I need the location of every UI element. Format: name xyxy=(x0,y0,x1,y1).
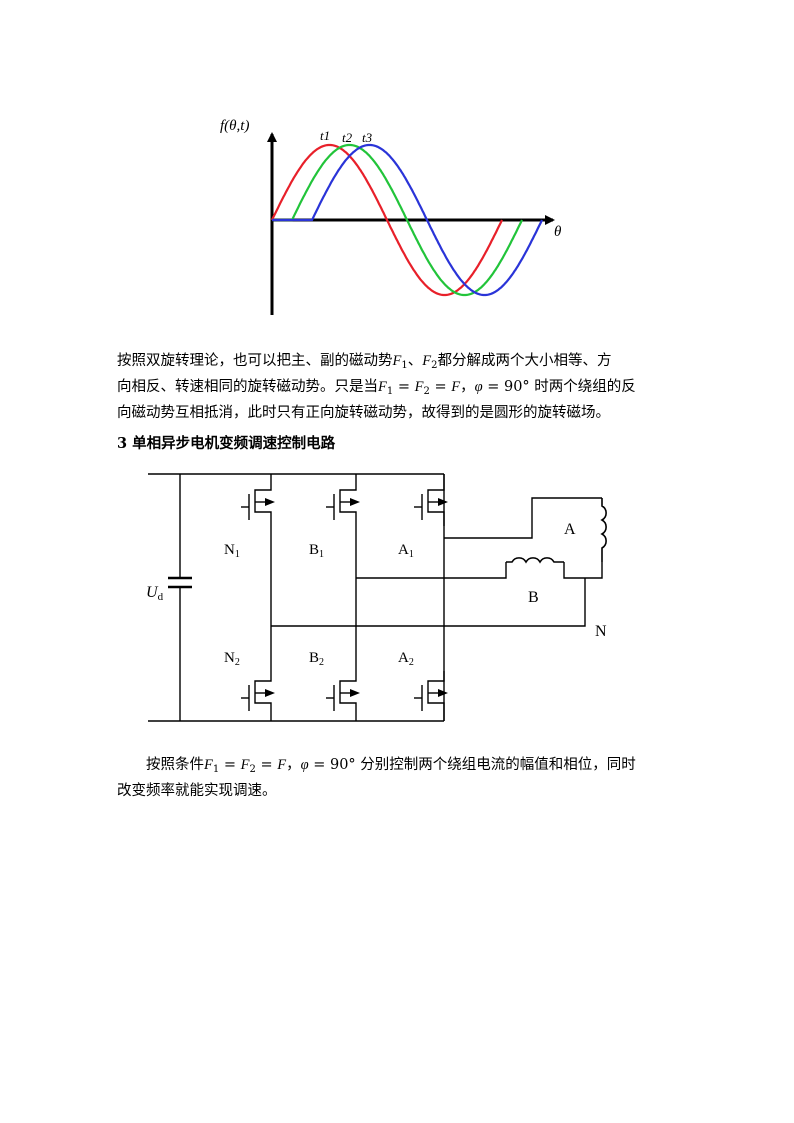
winding-b-coil xyxy=(506,557,564,564)
wave-t3 xyxy=(272,143,543,297)
sine-wave-figure: f(θ,t) θ t1 t2 t3 xyxy=(220,118,562,315)
switch-b1 xyxy=(326,474,360,526)
label-n2: N2 xyxy=(224,650,240,668)
inverter-circuit-diagram: Ud N1 B1 A1 N2 B2 A2 A B N xyxy=(146,473,607,722)
neutral-connection xyxy=(271,578,586,627)
section-heading: 3 单相异步电机变频调速控制电路 xyxy=(117,435,336,452)
winding-common-connection xyxy=(563,562,603,579)
y-axis-label: f(θ,t) xyxy=(220,118,249,134)
winding-a-coil xyxy=(600,498,607,562)
x-axis-label: θ xyxy=(554,224,562,240)
label-t2: t2 xyxy=(342,130,353,145)
phase-a-connection xyxy=(444,497,602,539)
label-winding-a: A xyxy=(564,521,576,538)
label-b2: B2 xyxy=(309,650,324,668)
wave-t1 xyxy=(271,143,503,297)
paragraph-speed-control: 按照条件F1 = F2 = F，φ = 90° 分别控制两个绕组电流的幅值和相位… xyxy=(117,752,697,804)
switch-n1 xyxy=(241,474,275,526)
para1-line1: 按照双旋转理论，也可以把主、副的磁动势F1、F2都分解成两个大小相等、方 xyxy=(117,353,612,371)
label-b1: B1 xyxy=(309,542,324,560)
para2-line2: 改变频率就能实现调速。 xyxy=(117,783,277,799)
label-t3: t3 xyxy=(362,130,373,145)
wave-t2 xyxy=(272,143,523,297)
label-winding-b: B xyxy=(528,589,539,606)
label-ud: Ud xyxy=(146,584,164,603)
label-a2: A2 xyxy=(398,650,414,668)
paragraph-rotation-theory: 按照双旋转理论，也可以把主、副的磁动势F1、F2都分解成两个大小相等、方 向相反… xyxy=(117,348,697,426)
para1-line3: 向磁动势互相抵消，此时只有正向旋转磁动势，故得到的是圆形的旋转磁场。 xyxy=(117,405,610,421)
label-neutral: N xyxy=(595,623,607,640)
para2-line1: 按照条件F1 = F2 = F，φ = 90° 分别控制两个绕组电流的幅值和相位… xyxy=(146,757,636,775)
label-t1: t1 xyxy=(320,128,330,143)
phase-b-connection xyxy=(356,562,507,579)
label-a1: A1 xyxy=(398,542,414,560)
label-n1: N1 xyxy=(224,542,240,560)
para1-line2: 向相反、转速相同的旋转磁动势。只是当F1 = F2 = F，φ = 90° 时两… xyxy=(117,379,636,397)
switch-a2 xyxy=(414,671,448,721)
switch-a1 xyxy=(414,474,448,526)
switch-b2 xyxy=(326,671,360,721)
switch-n2 xyxy=(241,671,275,721)
